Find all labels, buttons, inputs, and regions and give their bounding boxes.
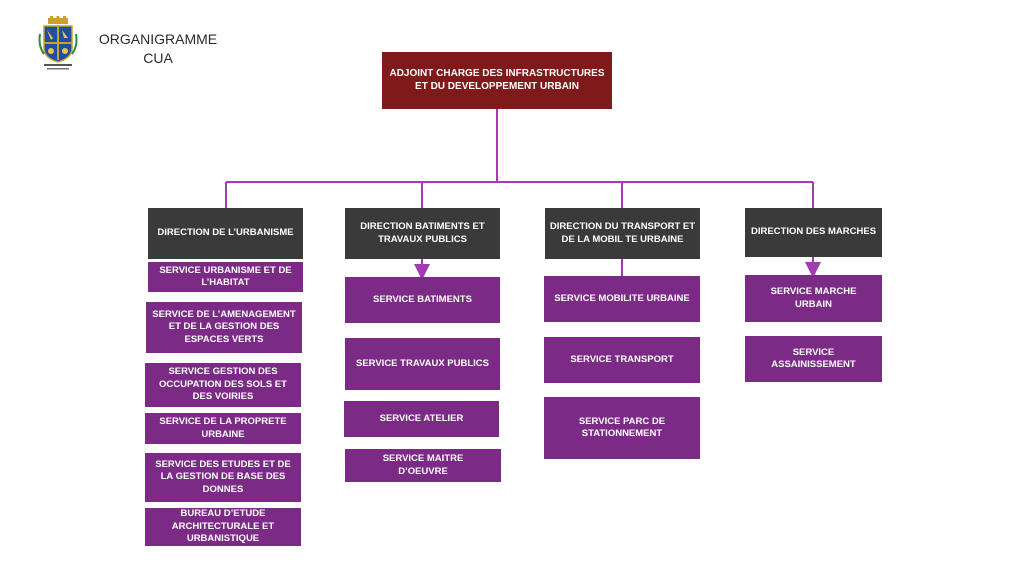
service-box: SERVICE MOBILITE URBAINE bbox=[544, 276, 700, 322]
direction-urbanisme: DIRECTION DE L’URBANISME bbox=[148, 208, 303, 259]
coat-of-arms-icon bbox=[38, 16, 78, 72]
page-title: ORGANIGRAMME CUA bbox=[98, 31, 218, 66]
service-box: SERVICE ASSAINISSEMENT bbox=[745, 336, 882, 382]
service-box: SERVICE URBANISME ET DE L’HABITAT bbox=[148, 262, 303, 292]
service-box: SERVICE ATELIER bbox=[344, 401, 499, 437]
service-box: SERVICE MARCHE URBAIN bbox=[745, 275, 882, 322]
service-box: SERVICE BATIMENTS bbox=[345, 277, 500, 323]
service-box: SERVICE DE LA PROPRETE URBAINE bbox=[145, 413, 301, 444]
service-box: SERVICE TRAVAUX PUBLICS bbox=[345, 338, 500, 390]
service-box: SERVICE TRANSPORT bbox=[544, 337, 700, 383]
direction-marches: DIRECTION DES MARCHES bbox=[745, 208, 882, 257]
top-box-adjoint: ADJOINT CHARGE DES INFRASTRUCTURES ET DU… bbox=[382, 52, 612, 109]
direction-transport: DIRECTION DU TRANSPORT ET DE LA MOBIL TE… bbox=[545, 208, 700, 259]
service-box: SERVICE GESTION DES OCCUPATION DES SOLS … bbox=[145, 363, 301, 407]
service-box: SERVICE PARC DE STATIONNEMENT bbox=[544, 397, 700, 459]
service-box: BUREAU D’ETUDE ARCHITECTURALE ET URBANIS… bbox=[145, 508, 301, 546]
direction-batiments: DIRECTION BATIMENTS ET TRAVAUX PUBLICS bbox=[345, 208, 500, 259]
service-box: SERVICE DES ETUDES ET DE LA GESTION DE B… bbox=[145, 453, 301, 502]
service-box: SERVICE MAITRE D’OEUVRE bbox=[345, 449, 501, 482]
service-box: SERVICE DE L’AMENAGEMENT ET DE LA GESTIO… bbox=[146, 302, 302, 353]
